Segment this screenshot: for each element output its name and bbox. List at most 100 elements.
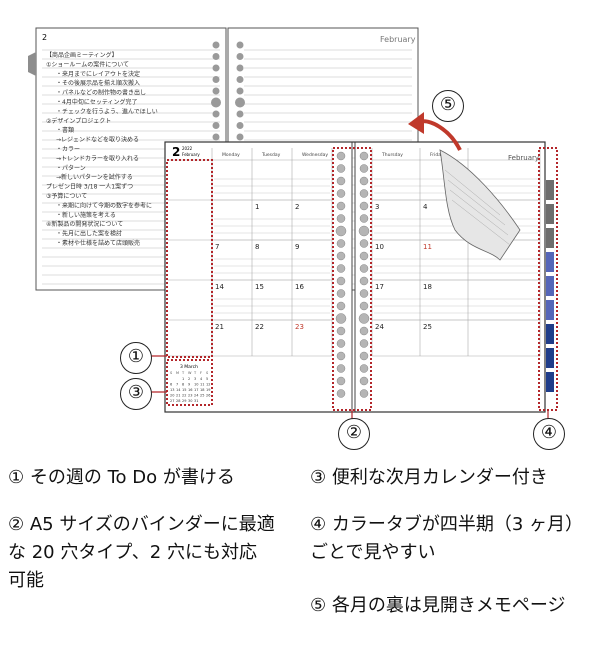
memo-line: ・チェックを行うよう、進んでほしい: [56, 107, 158, 115]
caption-4-line2: ごとで見やすい: [310, 542, 436, 563]
weekly-page-number: 2: [172, 145, 180, 159]
mini-calendar-day: 4: [200, 377, 203, 381]
mini-calendar-weekday: T: [193, 371, 197, 375]
color-tab[interactable]: [546, 276, 554, 296]
caption-2-line1: ② A5 サイズのバインダーに最適: [8, 514, 275, 535]
memo-line: ④新製品の開発状況について: [46, 220, 123, 228]
caption-1: ① その週の To Do が書ける: [8, 467, 235, 488]
mini-calendar-weekday: T: [181, 371, 185, 375]
memo-line: ③予算について: [46, 192, 87, 200]
mini-calendar-day: 1: [182, 377, 184, 381]
day-header: Wednesday: [302, 152, 328, 158]
mini-calendar-day: 11: [200, 383, 204, 387]
memo-line: ・来月までにレイアウトを決定: [56, 70, 140, 78]
day-header: Tuesday: [261, 152, 281, 158]
callout-5: ⑤: [432, 90, 464, 122]
mini-calendar-weekday: S: [170, 371, 173, 375]
date-number: 9: [295, 243, 299, 251]
date-number: 24: [375, 323, 384, 331]
mini-calendar-day: 24: [194, 394, 199, 398]
mini-calendar-day: 18: [200, 388, 204, 392]
date-number: 25: [423, 323, 432, 331]
memo-line: →新しいパターンを試作する: [56, 173, 133, 181]
date-number: 1: [255, 203, 259, 211]
mini-calendar-day: 21: [176, 394, 180, 398]
mini-calendar-day: 25: [200, 394, 204, 398]
memo-line: ・パターン: [56, 164, 86, 172]
date-number: 10: [375, 243, 384, 251]
mini-calendar-weekday: M: [176, 371, 179, 375]
mini-calendar-weekday: S: [206, 371, 209, 375]
date-number: 22: [255, 323, 264, 331]
caption-4-line1: ④ カラータブが四半期（3 ヶ月）: [310, 514, 584, 535]
date-number: 14: [215, 283, 224, 291]
color-tab[interactable]: [546, 228, 554, 248]
mini-calendar-day: 22: [182, 394, 186, 398]
date-number: 16: [295, 283, 304, 291]
mini-calendar-day: 8: [182, 383, 184, 387]
memo-line: ・来期に向けて今期の数字を参考に: [56, 201, 152, 209]
date-number: 15: [255, 283, 264, 291]
date-number: 17: [375, 283, 384, 291]
mini-calendar-day: 17: [194, 388, 198, 392]
mini-calendar-day: 28: [176, 399, 180, 403]
memo-line: ②デザインプロジェクト: [46, 117, 111, 125]
mini-calendar-day: 26: [206, 394, 210, 398]
day-header: Thursday: [381, 152, 403, 158]
memo-line: 【商品企画ミーティング】: [46, 51, 118, 59]
mini-calendar-day: 10: [194, 383, 198, 387]
mini-calendar-day: 19: [206, 388, 210, 392]
back-month-label: February: [380, 35, 416, 44]
color-tab[interactable]: [546, 300, 554, 320]
date-number: 8: [255, 243, 259, 251]
caption-3: ③ 便利な次月カレンダー付き: [310, 467, 548, 488]
mini-calendar-day: 16: [188, 388, 192, 392]
date-number: 3: [375, 203, 379, 211]
mini-calendar-weekday: F: [200, 371, 202, 375]
color-tab[interactable]: [546, 252, 554, 272]
highlight-next-month-calendar: [166, 359, 213, 406]
highlight-binder-holes: [332, 147, 372, 411]
callout-2: ②: [338, 418, 370, 450]
color-tab[interactable]: [546, 324, 554, 344]
color-tab[interactable]: [546, 348, 554, 368]
illustration: 2 February 【商品企画ミーティング】①ショールームの案件について・来月…: [28, 27, 558, 420]
highlight-todo: [166, 159, 213, 358]
date-number: 21: [215, 323, 224, 331]
day-header: Monday: [222, 152, 240, 158]
caption-5: ⑤ 各月の裏は見開きメモページ: [310, 595, 566, 616]
mini-calendar-day: 29: [182, 399, 186, 403]
mini-calendar-day: 23: [188, 394, 192, 398]
date-number: 2: [295, 203, 299, 211]
mini-calendar-day: 6: [170, 383, 172, 387]
memo-line: →トレンドカラーを取り入れる: [56, 155, 139, 162]
weekly-year: 2022: [182, 146, 193, 151]
weekly-month: February: [182, 152, 200, 157]
memo-line: ・パネルなどの制作物の書き出し: [56, 89, 146, 97]
mini-calendar-day: 20: [170, 394, 174, 398]
mini-calendar-day: 12: [206, 383, 210, 387]
memo-line: →レジェンドなどを取り決める: [56, 136, 139, 144]
mini-calendar-day: 30: [188, 399, 192, 403]
mini-calendar-day: 14: [176, 388, 181, 392]
mini-calendar-day: 5: [206, 377, 208, 381]
memo-line: ・カラー: [56, 146, 80, 153]
callout-4: ④: [533, 418, 565, 450]
mini-calendar-day: 2: [188, 377, 190, 381]
mini-calendar-day: 3: [194, 377, 196, 381]
date-number: 4: [423, 203, 428, 211]
day-header: Friday: [430, 152, 444, 158]
callout-3: ③: [120, 378, 152, 410]
color-tab[interactable]: [546, 180, 554, 200]
mini-calendar-day: 9: [188, 383, 190, 387]
caption-2-line2: な 20 穴タイプ、2 穴にも対応: [8, 542, 257, 563]
memo-line: ・先月に出した案を検討: [56, 230, 122, 238]
memo-line: プレゼン日時 3/18 一人1案ずつ: [46, 183, 133, 191]
date-number: 11: [423, 243, 432, 251]
caption-2-line3: 可能: [8, 570, 44, 591]
color-tab[interactable]: [546, 204, 554, 224]
color-tab[interactable]: [546, 372, 554, 392]
mini-calendar-day: 27: [170, 399, 174, 403]
mini-calendar-weekday: W: [188, 371, 192, 375]
mini-calendar-day: 13: [170, 388, 174, 392]
